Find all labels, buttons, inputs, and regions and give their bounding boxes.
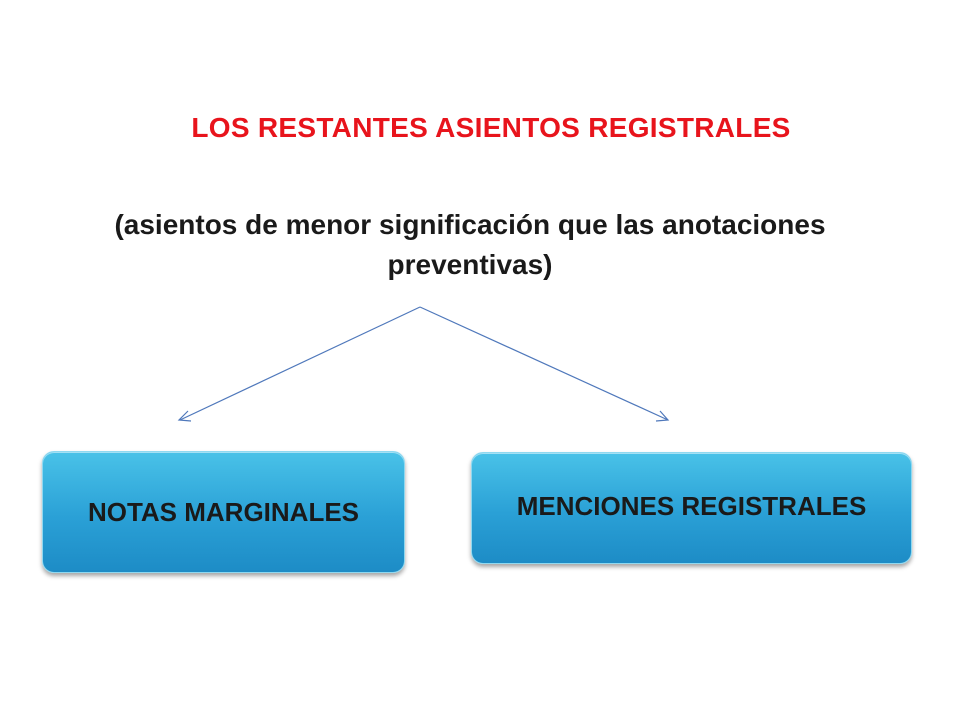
connector-right: [419, 306, 669, 421]
menciones-registrales-box: MENCIONES REGISTRALES: [471, 452, 912, 564]
arrowhead-left: [177, 410, 192, 422]
notas-marginales-box: NOTAS MARGINALES: [42, 451, 405, 573]
slide-subtitle: (asientos de menor significación que las…: [10, 205, 930, 285]
subtitle-line-1: (asientos de menor significación que las…: [114, 209, 826, 240]
subtitle-line-2: preventivas): [387, 249, 553, 280]
slide-title: LOS RESTANTES ASIENTOS REGISTRALES: [191, 112, 791, 143]
arrowhead-right: [655, 410, 670, 422]
connector-left: [179, 306, 421, 421]
